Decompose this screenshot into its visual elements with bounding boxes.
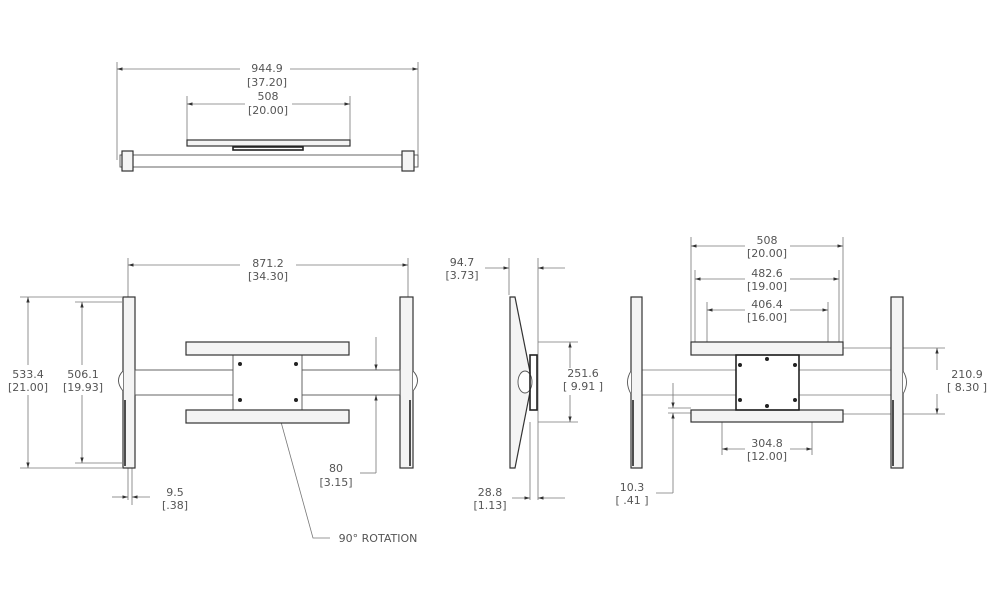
dim-width-b-mm: 482.6 bbox=[751, 267, 783, 280]
dim-bracket-spacing-in: [ 8.30 ] bbox=[947, 381, 987, 394]
dim-width-b-in: [19.00] bbox=[747, 280, 787, 293]
mount-plate bbox=[186, 139, 351, 147]
dim-bracket-height-mm: 251.6 bbox=[567, 367, 599, 380]
dim-rail-span-mm: 871.2 bbox=[252, 257, 284, 270]
dim-slot-offset-mm: 10.3 bbox=[620, 481, 645, 494]
dim-rail-thickness-mm: 9.5 bbox=[166, 486, 184, 499]
dim-offset-mm: 80 bbox=[329, 462, 343, 475]
dim-bracket-spacing-mm: 210.9 bbox=[951, 368, 983, 381]
dim-hole-spacing-in: [12.00] bbox=[747, 450, 787, 463]
front-view: 871.2 [34.30] 533.4 [21.00] 506.1 [19.93… bbox=[8, 257, 418, 545]
dim-width-a-in: [20.00] bbox=[747, 247, 787, 260]
dim-width-c-in: [16.00] bbox=[747, 311, 787, 324]
dim-hole-spacing-mm: 304.8 bbox=[751, 437, 783, 450]
dim-depth-in: [3.73] bbox=[445, 269, 478, 282]
dim-depth-mm: 94.7 bbox=[450, 256, 475, 269]
dim-width-c-mm: 406.4 bbox=[751, 298, 783, 311]
dim-overall-height-in: [21.00] bbox=[8, 381, 48, 394]
dim-rail-height-in: [19.93] bbox=[63, 381, 103, 394]
top-view: 944.9 [37.20] 508 [20.00] bbox=[117, 62, 419, 172]
dim-plate-width-in: [20.00] bbox=[248, 104, 288, 117]
dim-rail-height-mm: 506.1 bbox=[67, 368, 99, 381]
dim-width-a-mm: 508 bbox=[757, 234, 778, 247]
rotation-note: 90° ROTATION bbox=[339, 532, 418, 545]
dim-min-depth-in: [1.13] bbox=[473, 499, 506, 512]
dim-overall-width-in: [37.20] bbox=[247, 76, 287, 89]
dim-overall-width-mm: 944.9 bbox=[251, 62, 283, 75]
dim-overall-height-mm: 533.4 bbox=[12, 368, 44, 381]
dim-slot-offset-in: [ .41 ] bbox=[615, 494, 648, 507]
right-rail bbox=[399, 296, 414, 469]
dim-bracket-height-in: [ 9.91 ] bbox=[563, 380, 603, 393]
dim-plate-width-mm: 508 bbox=[258, 90, 279, 103]
dim-offset-in: [3.15] bbox=[319, 476, 352, 489]
dim-rail-span-in: [34.30] bbox=[248, 270, 288, 283]
side-view: 94.7 [3.73] 251.6 [ 9.91 ] 28.8 [1.13] bbox=[445, 256, 603, 512]
rear-view: 508 [20.00] 482.6 [19.00] 406.4 [16.00] … bbox=[615, 234, 987, 507]
crossbar bbox=[119, 154, 419, 168]
dim-min-depth-mm: 28.8 bbox=[478, 486, 503, 499]
dim-rail-thickness-in: [.38] bbox=[162, 499, 188, 512]
